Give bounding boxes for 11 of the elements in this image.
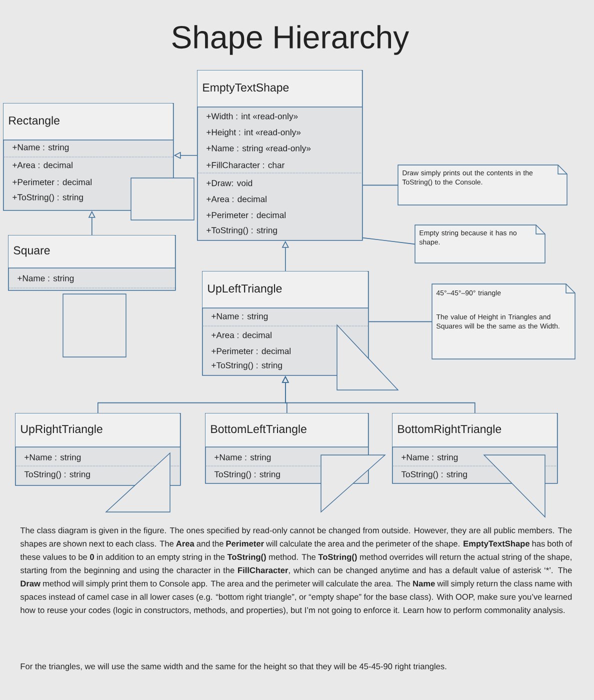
class-box: Square +Name : string	[8, 235, 176, 291]
class-box: EmptyTextShape +Width : int «read-only» +Height : int «read-only» +Name : string «read-only» +FillCharacter : char +Draw: void +Area : decimal +Perimeter : decimal +ToString() : string	[196, 70, 363, 241]
leader-line	[368, 321, 432, 322]
class-box: Rectangle +Name : string +Area : decimal +Perimeter : decimal +ToString() : string	[2, 103, 174, 211]
leader-line	[362, 184, 398, 186]
paragraph: The class diagram is given in the figure. The ones specified by read-only cannot be changed from outside. However, they are all public members. The shapes are shown next to each class. The Area and the Perimeter will calculate the area and the perimeter of the shape. EmptyTextShape has both of these values to be 0 in addition to an empty string in the ToString() method. The ToString() method overrides will return the actual string of the shape, starting from the beginning and using the character in the FillCharacter, which can be changed anytime and has a default value of asterisk ‘*’. The Draw method will simply print them to Console app. The area and the perimeter will calculate the area. The Name will simply return the class name with spaces instead of camel case in all lower cases (e.g. “bottom right triangle”, or “empty shape” for the base class). With OOP, make sure you’ve learned how to reuse your codes (logic in constructors, methods, and properties), but I’m not going to enforce it. Learn how to perform commonality analysis.	[20, 527, 572, 615]
paragraph: For the triangles, we will use the same width and the same for the height so that they will be 45-45-90 right triangles.	[20, 663, 446, 671]
class-box: UpLeftTriangle +Name : string +Area : decimal +Perimeter : decimal +ToString() : string	[202, 271, 369, 376]
title: Shape Hierarchy	[172, 25, 410, 55]
class-box: UpRightTriangle +Name : string ToString() : string	[14, 413, 181, 486]
leader-line	[362, 237, 416, 245]
